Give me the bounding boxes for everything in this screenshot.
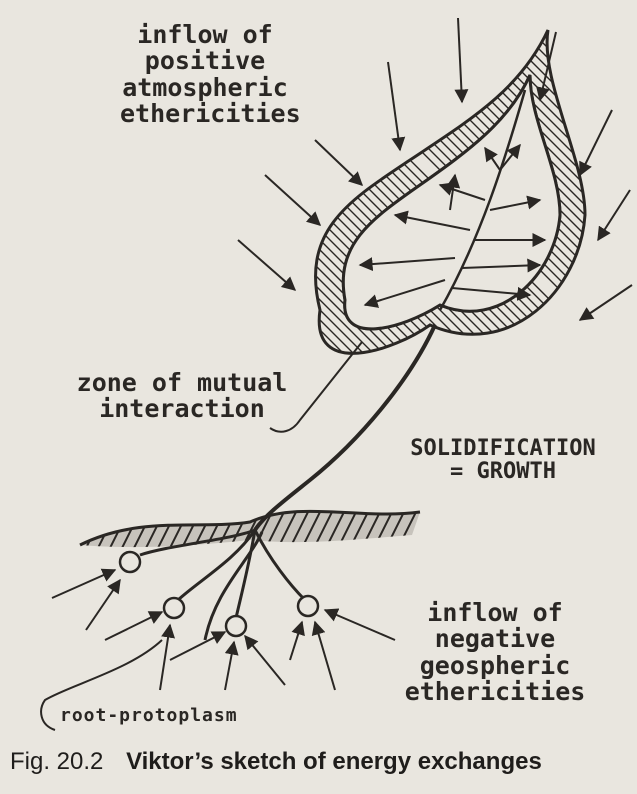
- solidification-label: SOLIDIFICATION = GROWTH: [378, 437, 628, 483]
- root-nodes: [120, 552, 318, 636]
- figure-title: Viktor’s sketch of energy exchanges: [126, 748, 542, 775]
- root-node-circle-icon: [298, 596, 318, 616]
- root-node-circle-icon: [120, 552, 140, 572]
- root-node-circle-icon: [226, 616, 246, 636]
- root-node-circle-icon: [164, 598, 184, 618]
- positive-inflow-label: inflow of positive atmospheric ethericit…: [120, 22, 290, 127]
- root-protoplasm-label: root-protoplasm: [60, 707, 238, 726]
- stem: [255, 325, 435, 530]
- figure-caption: Fig. 20.2 Viktor’s sketch of energy exch…: [10, 748, 637, 776]
- geospheric-inflow-arrows: [52, 570, 395, 690]
- soil-icon: [80, 500, 434, 560]
- zone-label: zone of mutual interaction: [72, 370, 292, 423]
- figure-number: Fig. 20.2: [10, 748, 103, 775]
- negative-inflow-label: inflow of negative geospheric ethericiti…: [400, 600, 590, 705]
- roots: [140, 530, 305, 640]
